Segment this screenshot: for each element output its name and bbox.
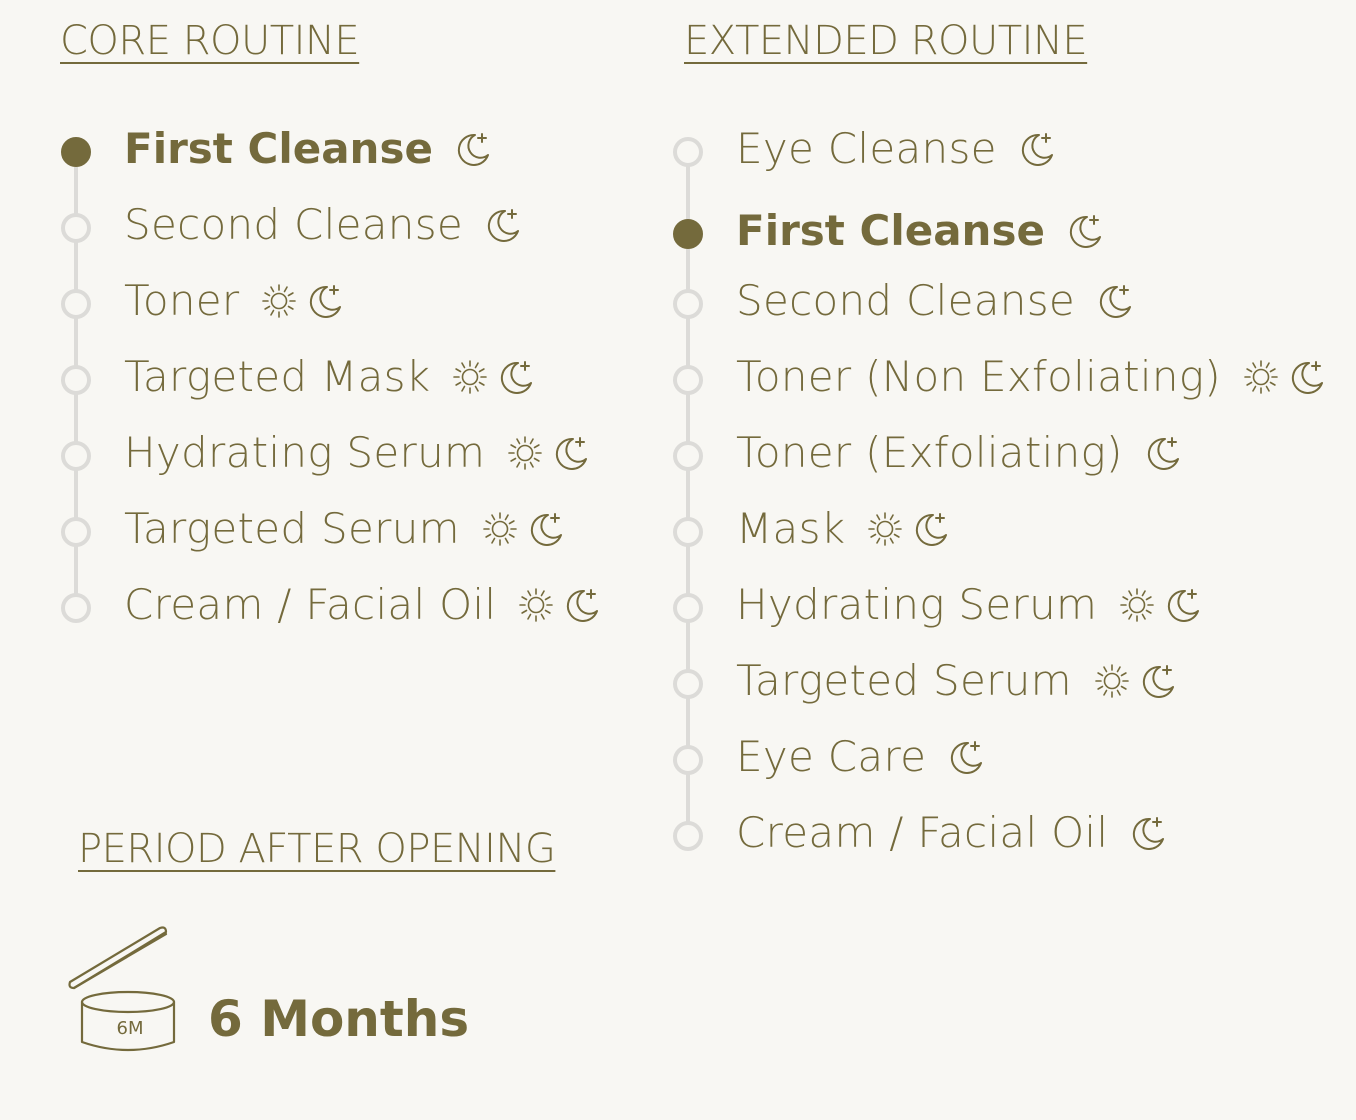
sun-icon [1117,585,1157,625]
moon-icon [1128,813,1168,853]
core-step-marker [61,137,91,167]
core-step-marker [61,365,91,395]
moon-icon [1138,661,1178,701]
core-step[interactable]: Targeted Serum [124,504,566,553]
moon-icon [562,585,602,625]
core-step-label: Second Cleanse [124,200,464,249]
extended-routine-heading: EXTENDED ROUTINE [684,18,1088,64]
core-step-marker [61,517,91,547]
moon-icon [1143,433,1183,473]
sun-icon [516,585,556,625]
extended-step-label: Eye Care [736,732,927,781]
extended-step-marker [673,289,703,319]
moon-icon [1095,281,1135,321]
core-step-marker [61,213,91,243]
period-after-opening-heading: PERIOD AFTER OPENING [78,826,556,872]
open-jar-icon: 6M [66,922,182,1054]
moon-icon [483,205,523,245]
core-step[interactable]: Hydrating Serum [124,428,591,477]
sun-icon [505,433,545,473]
extended-step-label: Targeted Serum [736,656,1072,705]
extended-step-marker [673,365,703,395]
extended-step[interactable]: Second Cleanse [736,276,1135,325]
extended-step[interactable]: Eye Care [736,732,986,781]
moon-icon [946,737,986,777]
core-step-label: Toner [124,276,240,325]
moon-icon [1017,129,1057,169]
extended-step-marker [673,669,703,699]
extended-step-marker [673,821,703,851]
moon-icon [1065,211,1105,251]
jar-label: 6M [117,1018,144,1039]
sun-icon [450,357,490,397]
core-step-label: First Cleanse [124,124,433,173]
core-routine-heading: CORE ROUTINE [60,18,360,64]
extended-step-label: Second Cleanse [736,276,1076,325]
period-after-opening-value: 6 Months [208,990,470,1048]
extended-step-marker [673,219,703,249]
moon-icon [453,129,493,169]
extended-step[interactable]: Targeted Serum [736,656,1178,705]
moon-icon [911,509,951,549]
extended-step-label: Hydrating Serum [736,580,1098,629]
extended-step[interactable]: Eye Cleanse [736,124,1057,173]
extended-step-marker [673,593,703,623]
extended-step[interactable]: Cream / Facial Oil [736,808,1168,857]
extended-step-label: Mask [736,504,846,553]
extended-step-label: Toner (Exfoliating) [736,428,1123,477]
sun-icon [259,281,299,321]
core-step-marker [61,289,91,319]
core-step[interactable]: First Cleanse [124,124,493,173]
sun-icon [1241,357,1281,397]
extended-step-label: Cream / Facial Oil [736,808,1109,857]
extended-step-marker [673,745,703,775]
core-step[interactable]: Second Cleanse [124,200,523,249]
extended-step-label: Toner (Non Exfoliating) [736,352,1221,401]
sun-icon [1092,661,1132,701]
extended-step-marker [673,137,703,167]
core-step[interactable]: Cream / Facial Oil [124,580,602,629]
extended-step[interactable]: Hydrating Serum [736,580,1203,629]
extended-step-label: Eye Cleanse [736,124,997,173]
moon-icon [1287,357,1327,397]
extended-rail [686,152,690,836]
extended-step[interactable]: First Cleanse [736,206,1105,255]
sun-icon [865,509,905,549]
moon-icon [496,357,536,397]
core-step-label: Targeted Mask [124,352,431,401]
core-step-label: Targeted Serum [124,504,460,553]
core-step-marker [61,593,91,623]
moon-icon [1163,585,1203,625]
moon-icon [551,433,591,473]
moon-icon [305,281,345,321]
core-step[interactable]: Toner [124,276,345,325]
core-step-label: Cream / Facial Oil [124,580,497,629]
extended-step[interactable]: Mask [736,504,951,553]
extended-step[interactable]: Toner (Non Exfoliating) [736,352,1327,401]
sun-icon [480,509,520,549]
extended-step-label: First Cleanse [736,206,1045,255]
moon-icon [526,509,566,549]
core-step[interactable]: Targeted Mask [124,352,536,401]
extended-step-marker [673,517,703,547]
extended-step[interactable]: Toner (Exfoliating) [736,428,1183,477]
extended-step-marker [673,441,703,471]
core-step-label: Hydrating Serum [124,428,486,477]
core-step-marker [61,441,91,471]
